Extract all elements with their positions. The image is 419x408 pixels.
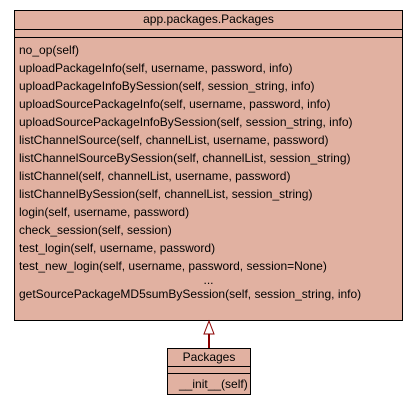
method: getSourcePackageMD5sumBySession(self, se…	[19, 287, 362, 301]
method: check_session(self, session)	[19, 223, 172, 237]
method: test_login(self, username, password)	[19, 241, 216, 255]
attributes-compartment	[168, 367, 250, 374]
method: __init__(self)	[179, 377, 248, 391]
method: uploadPackageInfoBySession(self, session…	[19, 79, 315, 93]
method: login(self, username, password)	[19, 205, 190, 219]
method: listChannel(self, channelList, username,…	[19, 169, 291, 183]
methods-compartment: no_op(self) uploadPackageInfo(self, user…	[15, 38, 402, 303]
class-name: Packages	[168, 349, 250, 367]
class-name: app.packages.Packages	[15, 11, 402, 30]
method: listChannelSource(self, channelList, use…	[19, 133, 329, 147]
methods-compartment: __init__(self)	[168, 374, 250, 392]
method: uploadSourcePackageInfo(self, username, …	[19, 97, 331, 111]
method: uploadSourcePackageInfoBySession(self, s…	[19, 115, 353, 129]
class-box-packages: Packages __init__(self)	[167, 348, 251, 395]
inheritance-arrowhead	[203, 319, 215, 335]
method-ellipsis: ...	[203, 273, 214, 287]
method: listChannelBySession(self, channelList, …	[19, 187, 313, 201]
method: test_new_login(self, username, password,…	[19, 259, 327, 273]
class-box-app-packages-packages: app.packages.Packages no_op(self) upload…	[14, 10, 403, 321]
method: no_op(self)	[19, 43, 80, 57]
method: listChannelSourceBySession(self, channel…	[19, 151, 351, 165]
attributes-compartment	[15, 30, 402, 38]
method: uploadPackageInfo(self, username, passwo…	[19, 61, 293, 75]
